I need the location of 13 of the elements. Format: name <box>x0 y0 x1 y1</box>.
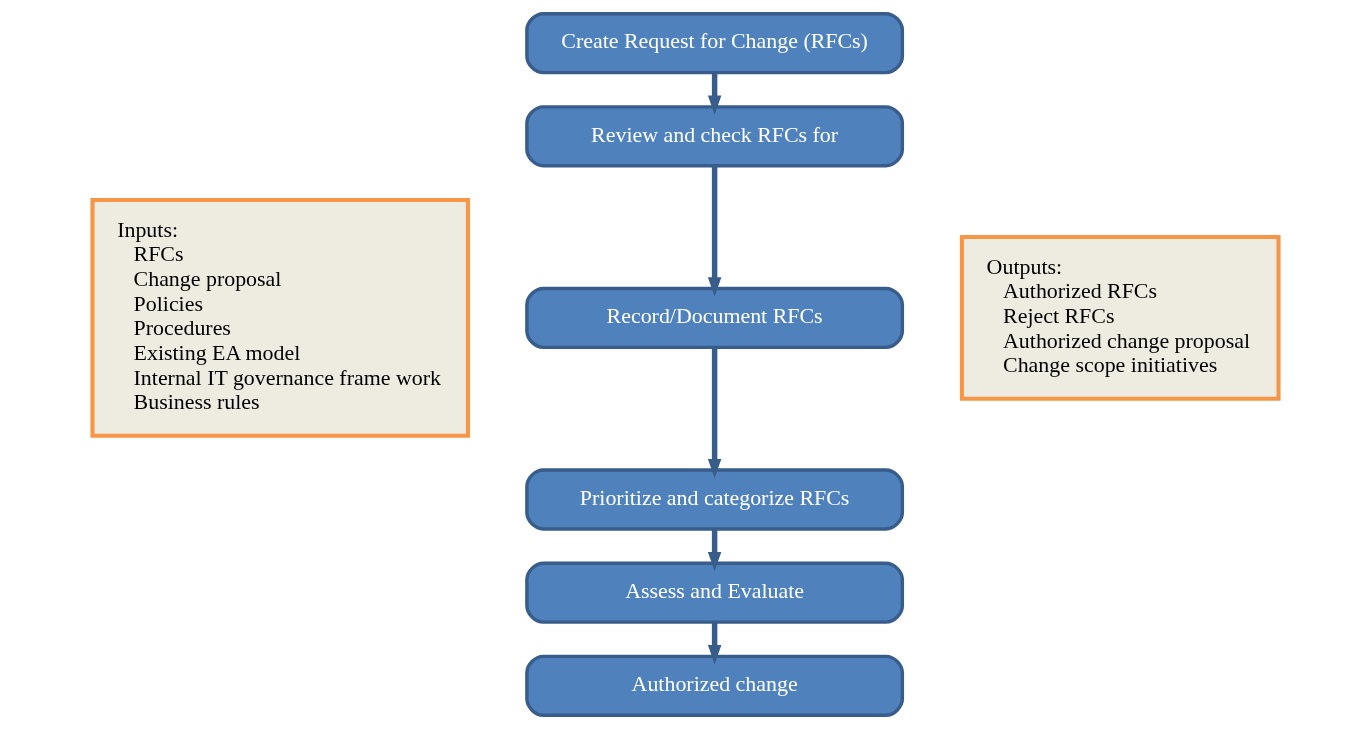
arrow <box>707 166 721 297</box>
node-box: Prioritize and categorize RFCs <box>524 468 904 531</box>
node-box: Outputs: Authorized RFCs Reject RFCs Authorized change proposal Change scope initiatives <box>959 235 1281 401</box>
arrow <box>707 72 721 115</box>
node-box: Create Request for Change (RFCs) <box>524 11 904 75</box>
node-box: Assess and Evaluate <box>524 561 904 624</box>
node-box: Review and check RFCs for <box>524 105 904 168</box>
node-box: Authorized change <box>524 654 904 718</box>
node-box: Inputs: RFCs Change proposal Policies Procedures Existing EA model Internal IT governance frame work Business rules <box>89 198 470 438</box>
arrow <box>707 622 721 665</box>
arrow <box>707 528 721 572</box>
node-box: Record/Document RFCs <box>524 286 904 350</box>
arrow <box>707 347 721 479</box>
